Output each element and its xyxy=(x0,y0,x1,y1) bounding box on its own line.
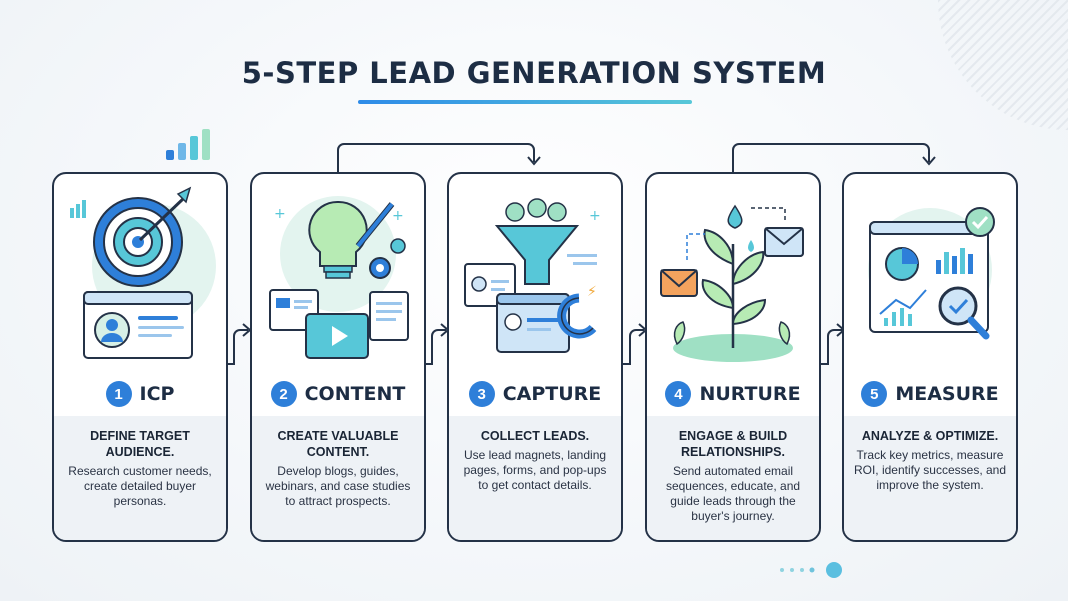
step-body: ANALYZE & OPTIMIZE. Track key metrics, m… xyxy=(844,416,1016,540)
svg-text:+: + xyxy=(274,206,286,222)
step-number-badge: 5 xyxy=(861,381,888,407)
step-description: Research customer needs, create detailed… xyxy=(68,464,212,508)
svg-text:+: + xyxy=(589,208,601,224)
plant-email-icon xyxy=(660,204,804,362)
step-name: CONTENT xyxy=(304,383,406,405)
step-number-badge: 2 xyxy=(270,381,297,407)
step-card-nurture: 4 NURTURE ENGAGE & BUILD RELATIONSHIPS. … xyxy=(645,172,821,542)
step-headline: ENGAGE & BUILD RELATIONSHIPS. xyxy=(678,429,788,459)
step-description: Track key metrics, measure ROI, identify… xyxy=(853,448,1007,492)
svg-text:+: + xyxy=(392,208,404,224)
step-number-badge: 1 xyxy=(105,381,132,407)
step-number-badge: 4 xyxy=(665,381,692,407)
page-title: 5-STEP LEAD GENERATION SYSTEM xyxy=(241,56,827,90)
step-headline: CREATE VALUABLE CONTENT. xyxy=(277,429,399,459)
step-card-capture: ⚡ + 3 CAPTURE COLLECT LEADS. Use lead ma… xyxy=(447,172,623,542)
step-name: MEASURE xyxy=(895,383,999,405)
step-number-badge: 3 xyxy=(468,381,495,407)
analytics-magnifier-icon xyxy=(868,207,995,340)
step-description: Use lead magnets, landing pages, forms, … xyxy=(463,448,607,492)
svg-text:⚡: ⚡ xyxy=(587,284,597,300)
step-body: CREATE VALUABLE CONTENT. Develop blogs, … xyxy=(252,416,424,540)
step-headline: DEFINE TARGET AUDIENCE. xyxy=(90,429,190,459)
step-body: ENGAGE & BUILD RELATIONSHIPS. Send autom… xyxy=(647,416,819,540)
step-body: DEFINE TARGET AUDIENCE. Research custome… xyxy=(54,416,226,540)
loop-arrow-nurture-to-measure xyxy=(732,143,936,174)
step-name: NURTURE xyxy=(699,383,801,405)
step-header: 4 NURTURE xyxy=(647,376,819,412)
bar-chart-decoration-icon xyxy=(166,129,210,160)
step-description: Develop blogs, guides, webinars, and cas… xyxy=(265,464,411,508)
step-card-content: + + 2 CONTENT CREATE VALUABLE CONTENT. D… xyxy=(250,172,426,542)
funnel-magnet-icon: ⚡ + xyxy=(464,198,601,353)
step-header: 2 CONTENT xyxy=(252,376,424,412)
step-card-measure: 5 MEASURE ANALYZE & OPTIMIZE. Track key … xyxy=(842,172,1018,542)
step-header: 5 MEASURE xyxy=(844,376,1016,412)
step-body: COLLECT LEADS. Use lead magnets, landing… xyxy=(449,416,621,540)
target-with-persona-icon xyxy=(70,186,216,359)
step-headline: ANALYZE & OPTIMIZE. xyxy=(861,429,999,443)
lightbulb-content-icon: + + xyxy=(269,196,409,359)
step-header: 3 CAPTURE xyxy=(449,376,621,412)
pagination-dots-decoration xyxy=(780,562,842,578)
step-headline: COLLECT LEADS. xyxy=(480,429,590,443)
step-name: ICP xyxy=(139,383,175,405)
title-underline xyxy=(358,100,692,104)
loop-arrow-content-to-capture xyxy=(337,143,541,174)
step-name: CAPTURE xyxy=(502,383,602,405)
step-description: Send automated email sequences, educate,… xyxy=(665,464,801,523)
step-card-icp: 1 ICP DEFINE TARGET AUDIENCE. Research c… xyxy=(52,172,228,542)
step-header: 1 ICP xyxy=(54,376,226,412)
